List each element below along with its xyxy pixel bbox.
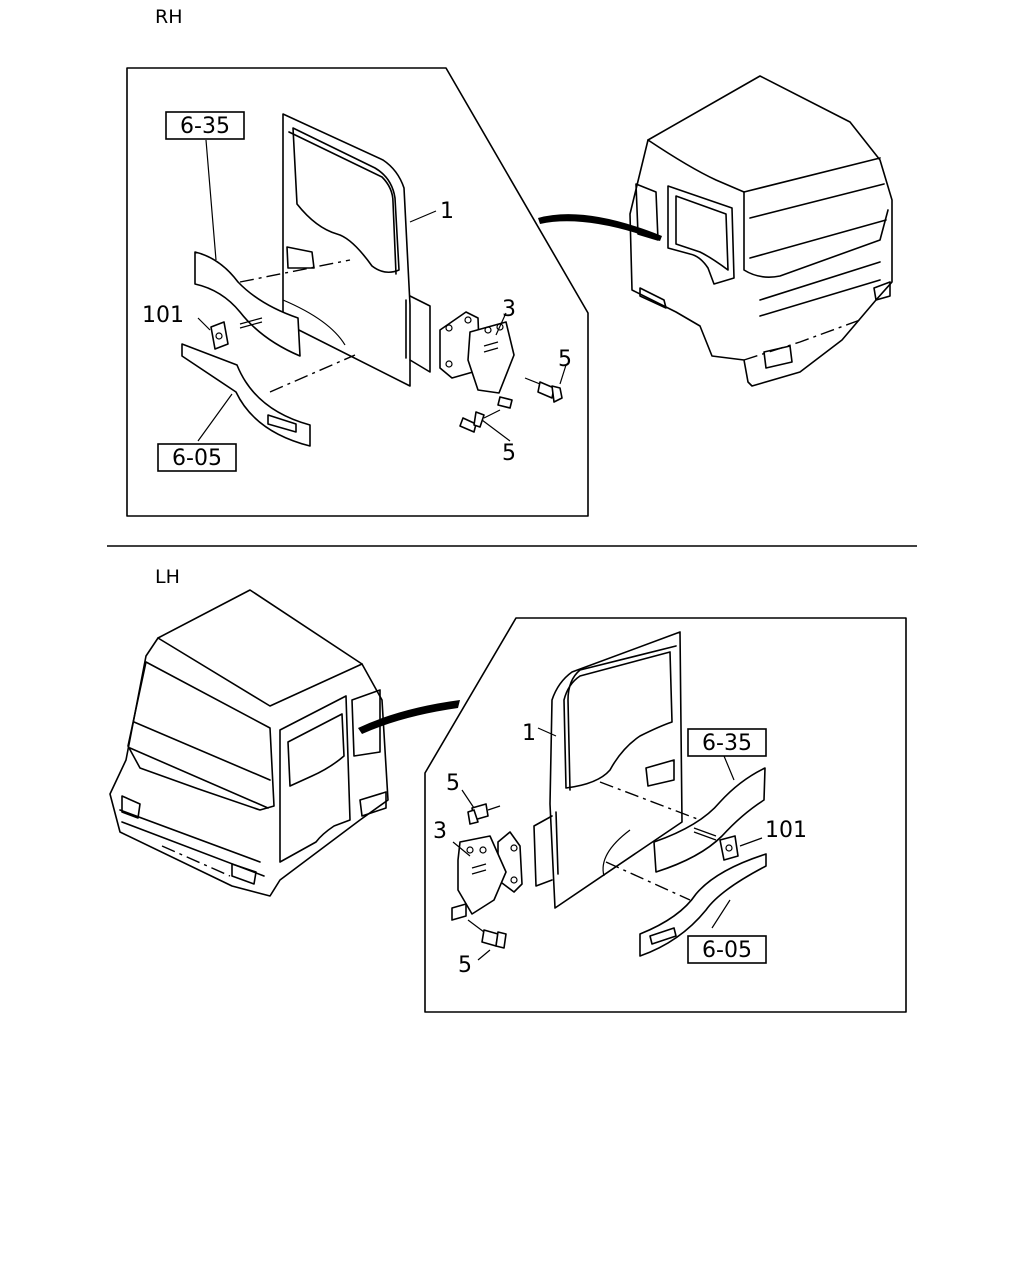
- lh-ref-box-seal: [687, 728, 767, 757]
- rh-pointer-arrow: [538, 214, 662, 241]
- lh-seal-piece: [599, 767, 766, 873]
- rh-ref-box-panel: [157, 443, 237, 472]
- rh-side-label: RH: [155, 6, 183, 28]
- lh-callout-clip: 101: [765, 818, 807, 843]
- lh-cab-illustration: [109, 589, 389, 897]
- lh-lower-panel: [605, 853, 767, 957]
- lh-clip: [693, 827, 739, 861]
- lh-ref-seal: 6-35: [702, 731, 752, 756]
- rh-callout-door: 1: [440, 199, 454, 224]
- lh-callout-hinge: 3: [433, 819, 447, 844]
- rh-callout-bolt-upper: 5: [558, 347, 572, 372]
- lh-callout-door: 1: [522, 721, 536, 746]
- rh-callout-clip: 101: [142, 303, 184, 328]
- lh-section: LH: [109, 566, 907, 1013]
- rh-ref-seal: 6-35: [180, 114, 230, 139]
- rh-seal-piece: [194, 251, 351, 357]
- rh-ref-box-seal: [165, 111, 245, 140]
- lh-callout-bolt-lower: 5: [458, 953, 472, 978]
- rh-hinge: [439, 311, 515, 394]
- lh-callout-bolt-upper: 5: [446, 771, 460, 796]
- rh-clip: [210, 317, 263, 350]
- lh-leader-lines: [452, 727, 763, 961]
- rh-bolt-lower: [459, 396, 513, 433]
- rh-cab-illustration: [629, 75, 893, 387]
- rh-leader-lines: [197, 139, 567, 442]
- rh-callout-bolt-lower: 5: [502, 441, 516, 466]
- rh-detail-frame: [126, 67, 589, 517]
- lh-ref-panel: 6-05: [702, 938, 752, 963]
- lh-detail-frame: [424, 617, 907, 1013]
- lh-bolt-upper: [467, 803, 501, 825]
- rh-lower-panel: [181, 343, 356, 447]
- rh-bolt-upper: [524, 377, 563, 403]
- lh-bolt-lower: [467, 919, 507, 949]
- rh-ref-panel: 6-05: [172, 446, 222, 471]
- rh-door: [282, 113, 431, 387]
- rh-section: RH: [126, 6, 893, 517]
- lh-door: [533, 631, 683, 909]
- rh-callout-hinge: 3: [502, 297, 516, 322]
- lh-pointer-arrow: [358, 700, 460, 734]
- lh-ref-box-panel: [687, 935, 767, 964]
- lh-hinge: [451, 831, 523, 921]
- lh-side-label: LH: [155, 566, 180, 588]
